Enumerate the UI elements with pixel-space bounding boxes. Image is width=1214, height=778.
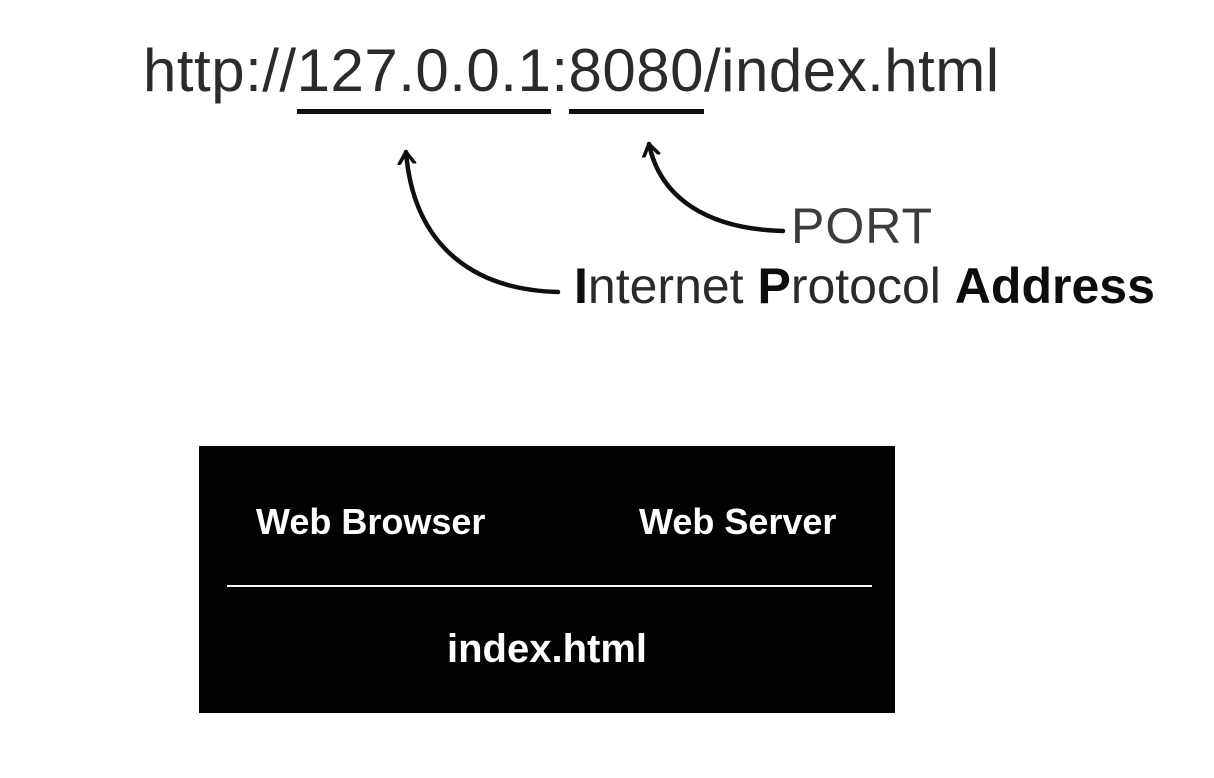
url-text: http://127.0.0.1:8080/index.html bbox=[143, 36, 1000, 114]
url-colon: : bbox=[551, 37, 569, 104]
ip-label-part-nternet: nternet bbox=[587, 258, 758, 314]
ip-label-part-rotocol: rotocol bbox=[790, 258, 955, 314]
ip-label-part-initial-p: P bbox=[757, 258, 791, 314]
divider-line bbox=[227, 585, 872, 587]
url-ip-address: 127.0.0.1 bbox=[296, 36, 552, 114]
ip-label-part-initial-i: I bbox=[574, 258, 588, 314]
web-browser-label: Web Browser bbox=[256, 501, 486, 542]
index-html-label: index.html bbox=[446, 627, 648, 671]
url-port: 8080 bbox=[568, 36, 704, 114]
url-path: /index.html bbox=[703, 37, 1000, 104]
port-label: PORT bbox=[791, 198, 933, 254]
client-server-box: Web Browser Web Server index.html bbox=[199, 446, 895, 713]
ip-label-part-address: Address bbox=[954, 258, 1155, 314]
arrow-to-ip-icon bbox=[406, 149, 561, 295]
arrow-to-port-icon bbox=[649, 141, 786, 234]
url-protocol: http:// bbox=[143, 37, 297, 104]
ip-address-label: Internet Protocol Address bbox=[574, 261, 1155, 311]
web-server-label: Web Server bbox=[639, 501, 837, 542]
